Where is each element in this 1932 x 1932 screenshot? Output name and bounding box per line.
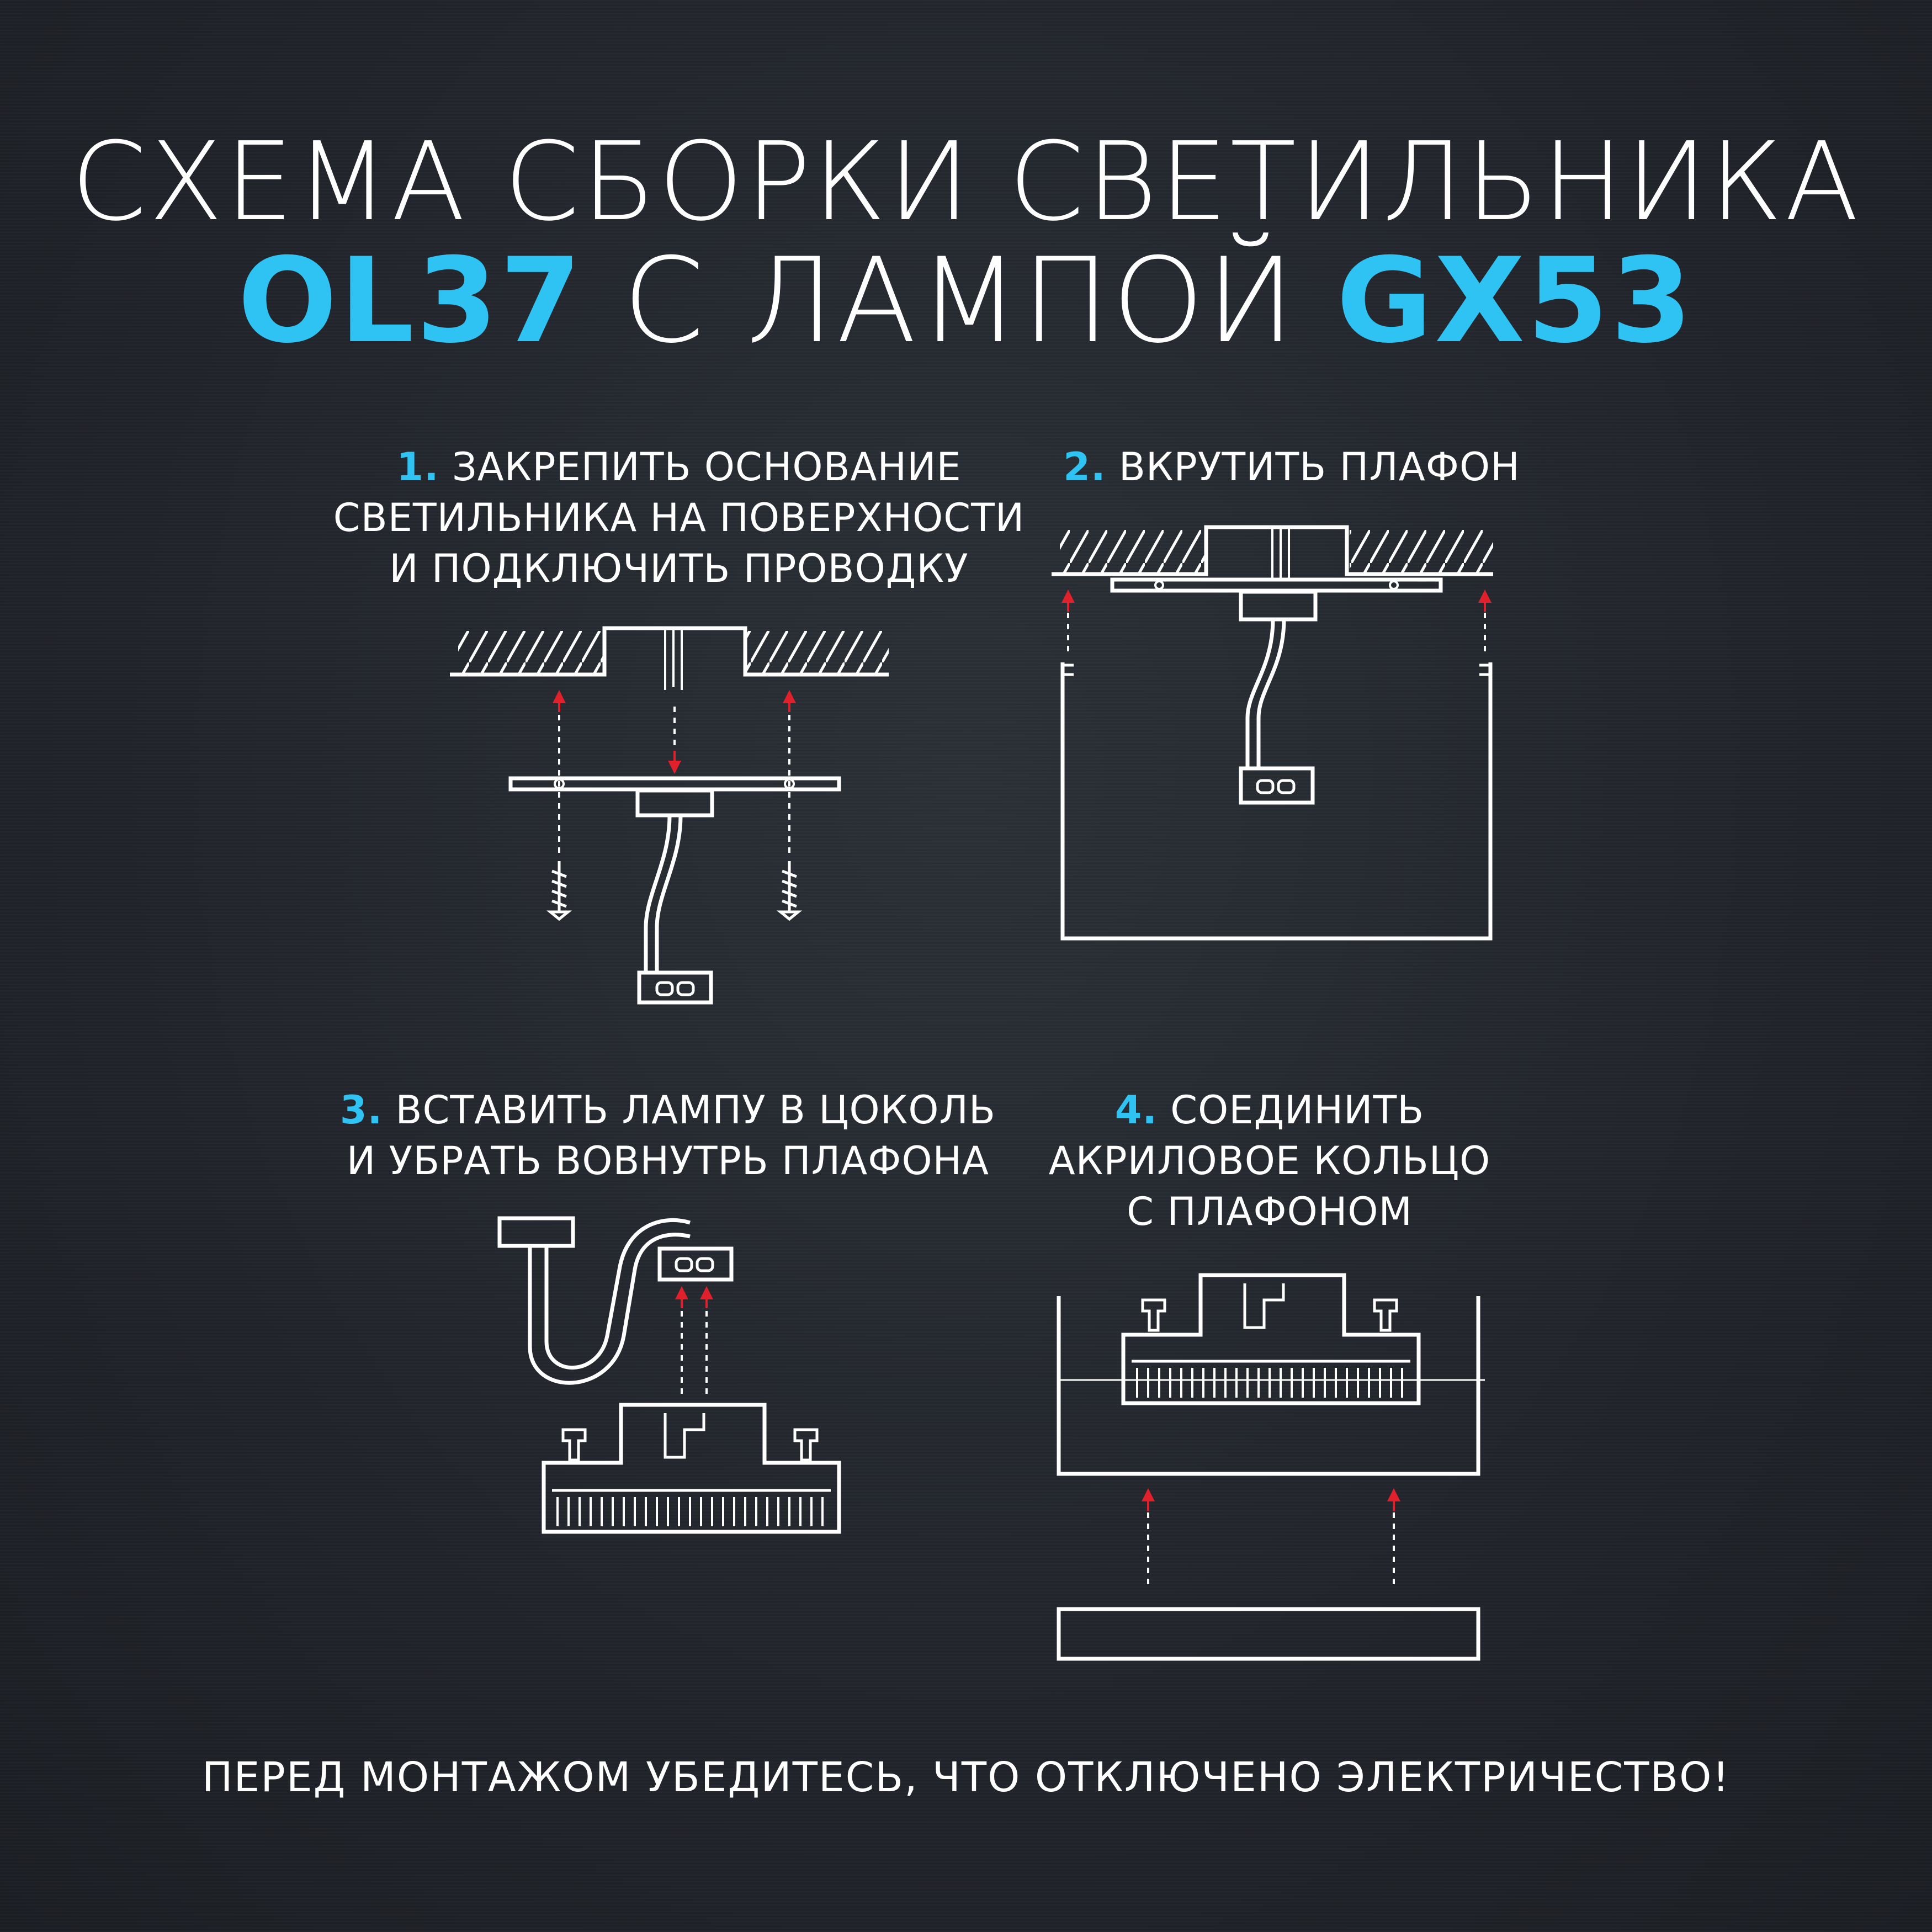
gx53-lamp <box>542 1403 841 1534</box>
step-text: СОЕДИНИТЬ АКРИЛОВОЕ КОЛЬЦО С ПЛАФОНОМ <box>1048 1087 1491 1234</box>
page-title-line2: OL37 С ЛАМПОЙ GX53 <box>0 232 1932 370</box>
step-number: 2. <box>1063 444 1106 490</box>
step-text: ЗАКРЕПИТЬ ОСНОВАНИЕ СВЕТИЛЬНИКА НА ПОВЕР… <box>333 444 1025 591</box>
step-3-diagram <box>497 1216 841 1534</box>
step-text: ВКРУТИТЬ ПЛАФОН <box>1118 444 1520 490</box>
title-middle: С ЛАМПОЙ <box>623 232 1297 369</box>
gx53-lamp <box>1121 1273 1421 1405</box>
step-2-caption: 2. ВКРУТИТЬ ПЛАФОН <box>1016 442 1568 492</box>
safety-warning: ПЕРЕД МОНТАЖОМ УБЕДИТЕСЬ, ЧТО ОТКЛЮЧЕНО … <box>201 1754 1731 1801</box>
lamp-type: GX53 <box>1336 232 1695 369</box>
model-name: OL37 <box>237 232 583 369</box>
step-3-caption: 3. ВСТАВИТЬ ЛАМПУ В ЦОКОЛЬ И УБРАТЬ ВОВН… <box>309 1085 1027 1186</box>
screw-icon-left <box>546 861 572 921</box>
step-number: 4. <box>1114 1087 1158 1133</box>
page-title-line1: СХЕМА СБОРКИ СВЕТИЛЬНИКА <box>0 119 1932 246</box>
step-number: 1. <box>396 444 439 490</box>
acrylic-ring <box>1057 1607 1480 1661</box>
step-1-caption: 1. ЗАКРЕПИТЬ ОСНОВАНИЕ СВЕТИЛЬНИКА НА ПО… <box>320 442 1038 594</box>
title-text: СХЕМА СБОРКИ СВЕТИЛЬНИКА <box>71 119 1861 245</box>
step-number: 3. <box>339 1087 383 1133</box>
step-4-caption: 4. СОЕДИНИТЬ АКРИЛОВОЕ КОЛЬЦО С ПЛАФОНОМ <box>994 1085 1546 1237</box>
step-2-diagram <box>1052 525 1493 941</box>
step-4-diagram <box>1057 1273 1485 1661</box>
step-text: ВСТАВИТЬ ЛАМПУ В ЦОКОЛЬ И УБРАТЬ ВОВНУТР… <box>346 1087 996 1183</box>
step-1-diagram <box>450 626 889 1005</box>
screw-icon-right <box>776 861 803 921</box>
